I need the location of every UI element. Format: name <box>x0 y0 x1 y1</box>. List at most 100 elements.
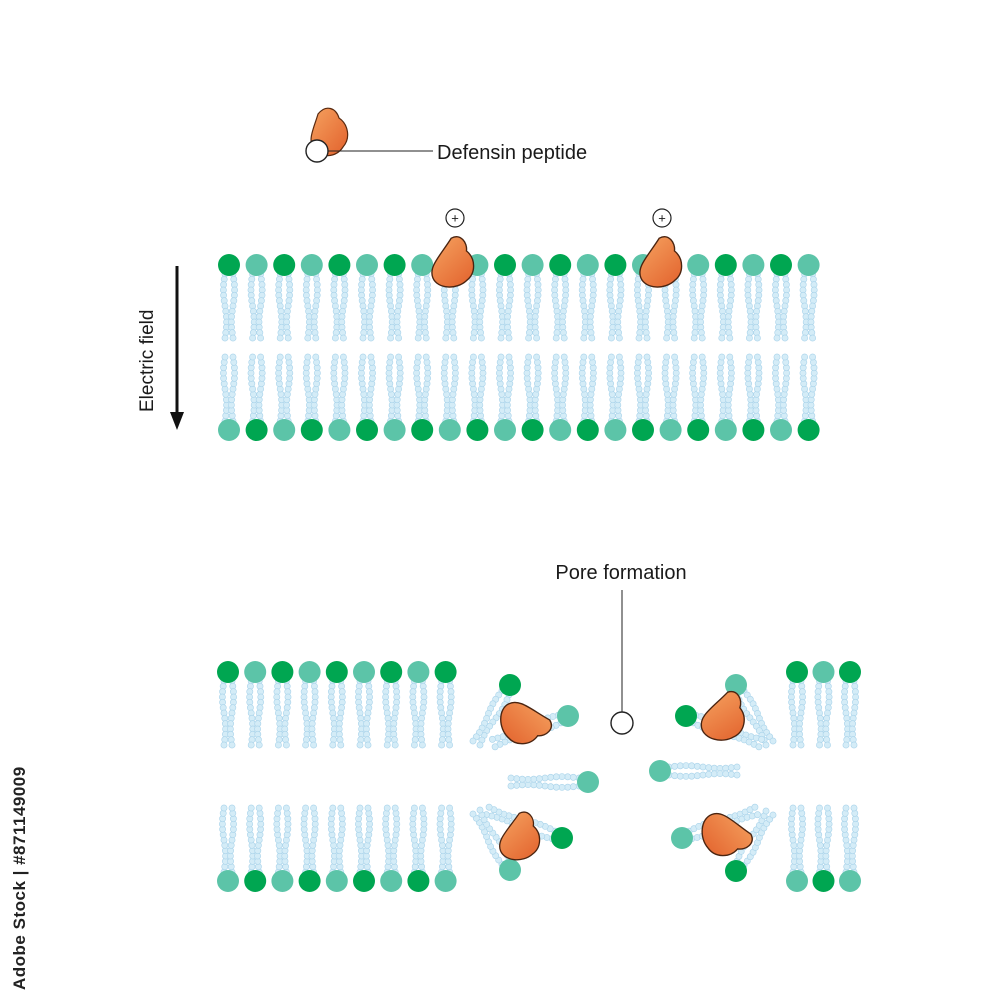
defensin-peptide-icon <box>701 812 753 857</box>
lipid-head <box>298 661 321 683</box>
tail-bead <box>507 782 515 790</box>
tail-bead <box>302 804 309 812</box>
lipid-tail <box>697 270 708 342</box>
lipid-tail <box>841 804 851 876</box>
tail-bead <box>580 353 588 361</box>
tail-bead <box>705 764 713 772</box>
tail-bead <box>414 353 422 361</box>
tail-bead <box>560 334 568 342</box>
tail-bead <box>438 741 445 749</box>
lipid-head <box>797 419 820 441</box>
tail-bead <box>663 353 670 361</box>
tail-bead <box>302 741 309 749</box>
lipid-tail <box>302 353 313 425</box>
lipid-tail <box>413 353 424 425</box>
tail-bead <box>255 804 263 812</box>
tail-bead <box>249 353 256 361</box>
tail-bead <box>716 770 724 777</box>
defensin-peptide-icon <box>639 236 683 288</box>
lipid-tail <box>606 270 617 342</box>
lipid-head <box>353 661 375 683</box>
tail-bead <box>418 741 426 749</box>
peptides-layer <box>431 236 753 861</box>
tail-bead <box>773 334 781 342</box>
legend: Defensin peptide <box>305 107 587 164</box>
tail-bead <box>727 764 735 772</box>
tail-bead <box>469 353 477 361</box>
tail-bead <box>284 353 292 361</box>
tail-bead <box>410 804 418 812</box>
lipid-tail <box>390 804 401 876</box>
lipid-tail <box>665 770 741 780</box>
lipid-tail <box>227 353 238 425</box>
tail-bead <box>552 334 560 342</box>
tail-bead <box>276 353 284 361</box>
lipid-head <box>245 254 268 276</box>
tail-bead <box>505 353 513 361</box>
tail-bead <box>476 806 484 814</box>
lipid-tail <box>436 677 447 749</box>
lipid-head <box>298 870 321 892</box>
watermark-text: Adobe Stock | #871149009 <box>10 766 29 990</box>
lipid-head <box>770 254 792 276</box>
tail-bead <box>560 353 568 361</box>
tail-bead <box>698 334 706 342</box>
lipid-tail <box>417 677 428 749</box>
tail-bead <box>304 334 312 342</box>
tail-bead <box>329 741 337 749</box>
lipid-tail <box>495 353 506 425</box>
lipid-head <box>659 419 682 441</box>
tail-bead <box>469 810 477 818</box>
lipid-tail <box>796 677 806 749</box>
lipid-head <box>557 705 579 727</box>
tail-bead <box>491 743 499 751</box>
annotations-layer: ++Pore formation <box>445 208 687 735</box>
lipid-head <box>494 254 516 276</box>
tail-bead <box>769 737 777 745</box>
tail-bead <box>477 353 485 361</box>
tail-bead <box>608 353 615 361</box>
lipid-head <box>499 859 521 881</box>
lipid-tail <box>807 270 818 342</box>
tail-bead <box>331 334 339 342</box>
tail-bead <box>769 811 777 819</box>
tail-bead <box>616 353 623 361</box>
lipid-tail <box>354 804 365 876</box>
lipid-head <box>675 705 697 727</box>
tail-bead <box>588 334 596 342</box>
lipid-tail <box>226 804 237 876</box>
tail-bead <box>391 804 399 812</box>
tail-bead <box>733 771 741 779</box>
tail-bead <box>801 334 808 342</box>
lipid-tail <box>421 353 432 425</box>
tail-bead <box>718 353 726 361</box>
lipid-head <box>217 661 239 683</box>
lipid-tail <box>669 353 680 425</box>
tail-bead <box>682 773 690 780</box>
lipid-head <box>521 419 544 441</box>
charge-sign: + <box>658 211 666 226</box>
tail-bead <box>824 804 831 812</box>
lipid-tail <box>440 353 451 425</box>
tail-bead <box>469 334 477 342</box>
lipid-tail <box>308 677 319 749</box>
tail-bead <box>249 334 256 342</box>
tail-bead <box>564 783 572 791</box>
lipid-head <box>244 661 267 683</box>
tail-bead <box>558 784 566 791</box>
tail-bead <box>513 775 521 783</box>
tail-bead <box>722 764 730 772</box>
lipid-tail <box>752 353 763 425</box>
lipid-tail <box>614 353 625 425</box>
lipid-tail <box>849 677 859 749</box>
tail-bead <box>682 762 690 769</box>
defensin-peptide-icon <box>700 690 745 741</box>
tail-bead <box>710 764 718 772</box>
lipid-tail <box>507 773 583 783</box>
tail-bead <box>727 770 735 778</box>
lipid-tail <box>772 270 782 342</box>
lipid-tail <box>436 804 447 876</box>
lipid-tail <box>247 353 258 425</box>
tail-bead <box>469 737 477 745</box>
tail-bead <box>367 334 375 342</box>
